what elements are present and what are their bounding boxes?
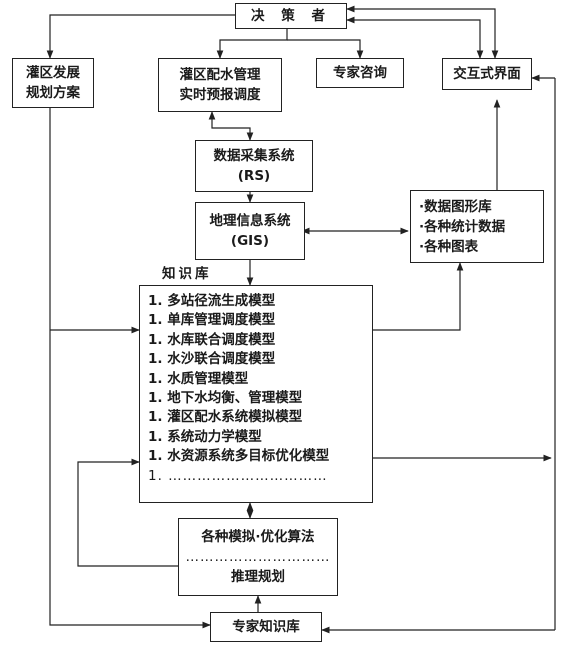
model-item: 1. 水库联合调度模型 xyxy=(148,331,276,348)
model-item: 1. 水资源系统多目标优化模型 xyxy=(148,448,330,465)
expert-kb-label: 专家知识库 xyxy=(232,619,300,635)
gis-box: 地理信息系统 (GIS) xyxy=(195,202,305,260)
irrigation-plan-line1: 灌区发展 xyxy=(26,65,80,81)
expert-consult-box: 专家咨询 xyxy=(316,58,404,88)
model-item: 1. 水沙联合调度模型 xyxy=(148,351,276,368)
model-item: 1. 地下水均衡、管理模型 xyxy=(148,390,303,407)
graphics-db-item-1: ·数据图形库 xyxy=(419,198,492,215)
interactive-ui-box: 交互式界面 xyxy=(442,58,532,90)
realtime-dispatch-box: 灌区配水管理 实时预报调度 xyxy=(158,58,282,112)
irrigation-plan-line2: 规划方案 xyxy=(26,85,80,101)
graphics-db-item-2: ·各种统计数据 xyxy=(419,218,506,235)
algorithms-dots: ………………………… xyxy=(185,549,331,565)
model-item: 1. 多站径流生成模型 xyxy=(148,293,276,309)
gis-line1: 地理信息系统 xyxy=(209,213,291,229)
gis-line2: (GIS) xyxy=(230,233,270,249)
interactive-ui-label: 交互式界面 xyxy=(453,66,521,82)
model-item-ellipsis: 1. …………………………… xyxy=(148,467,328,484)
graphics-db-item-3: ·各种图表 xyxy=(419,238,479,255)
model-item: 1. 单库管理调度模型 xyxy=(148,312,276,329)
algorithms-line1: 各种模拟·优化算法 xyxy=(201,529,315,545)
algorithms-box: 各种模拟·优化算法 ………………………… 推理规划 xyxy=(178,518,338,596)
data-acquisition-box: 数据采集系统 (RS) xyxy=(195,140,313,192)
realtime-dispatch-line2: 实时预报调度 xyxy=(179,87,261,103)
data-acquisition-line1: 数据采集系统 xyxy=(213,148,295,164)
model-item: 1. 灌区配水系统模拟模型 xyxy=(148,409,303,426)
expert-consult-label: 专家咨询 xyxy=(333,65,387,81)
algorithms-line3: 推理规划 xyxy=(231,569,285,585)
graphics-db-box: ·数据图形库 ·各种统计数据 ·各种图表 xyxy=(410,190,544,263)
irrigation-plan-box: 灌区发展 规划方案 xyxy=(12,58,94,108)
knowledge-base-label: 知识库 xyxy=(162,266,212,282)
expert-kb-box: 专家知识库 xyxy=(210,612,322,642)
data-acquisition-line2: (RS) xyxy=(237,168,271,184)
decision-maker-label: 决 策 者 xyxy=(251,8,331,24)
decision-maker-box: 决 策 者 xyxy=(235,3,347,29)
model-item: 1. 水质管理模型 xyxy=(148,370,249,387)
realtime-dispatch-line1: 灌区配水管理 xyxy=(179,67,261,83)
knowledge-base-box: 1. 多站径流生成模型 1. 单库管理调度模型 1. 水库联合调度模型 1. 水… xyxy=(139,285,373,503)
model-item: 1. 系统动力学模型 xyxy=(148,428,262,445)
